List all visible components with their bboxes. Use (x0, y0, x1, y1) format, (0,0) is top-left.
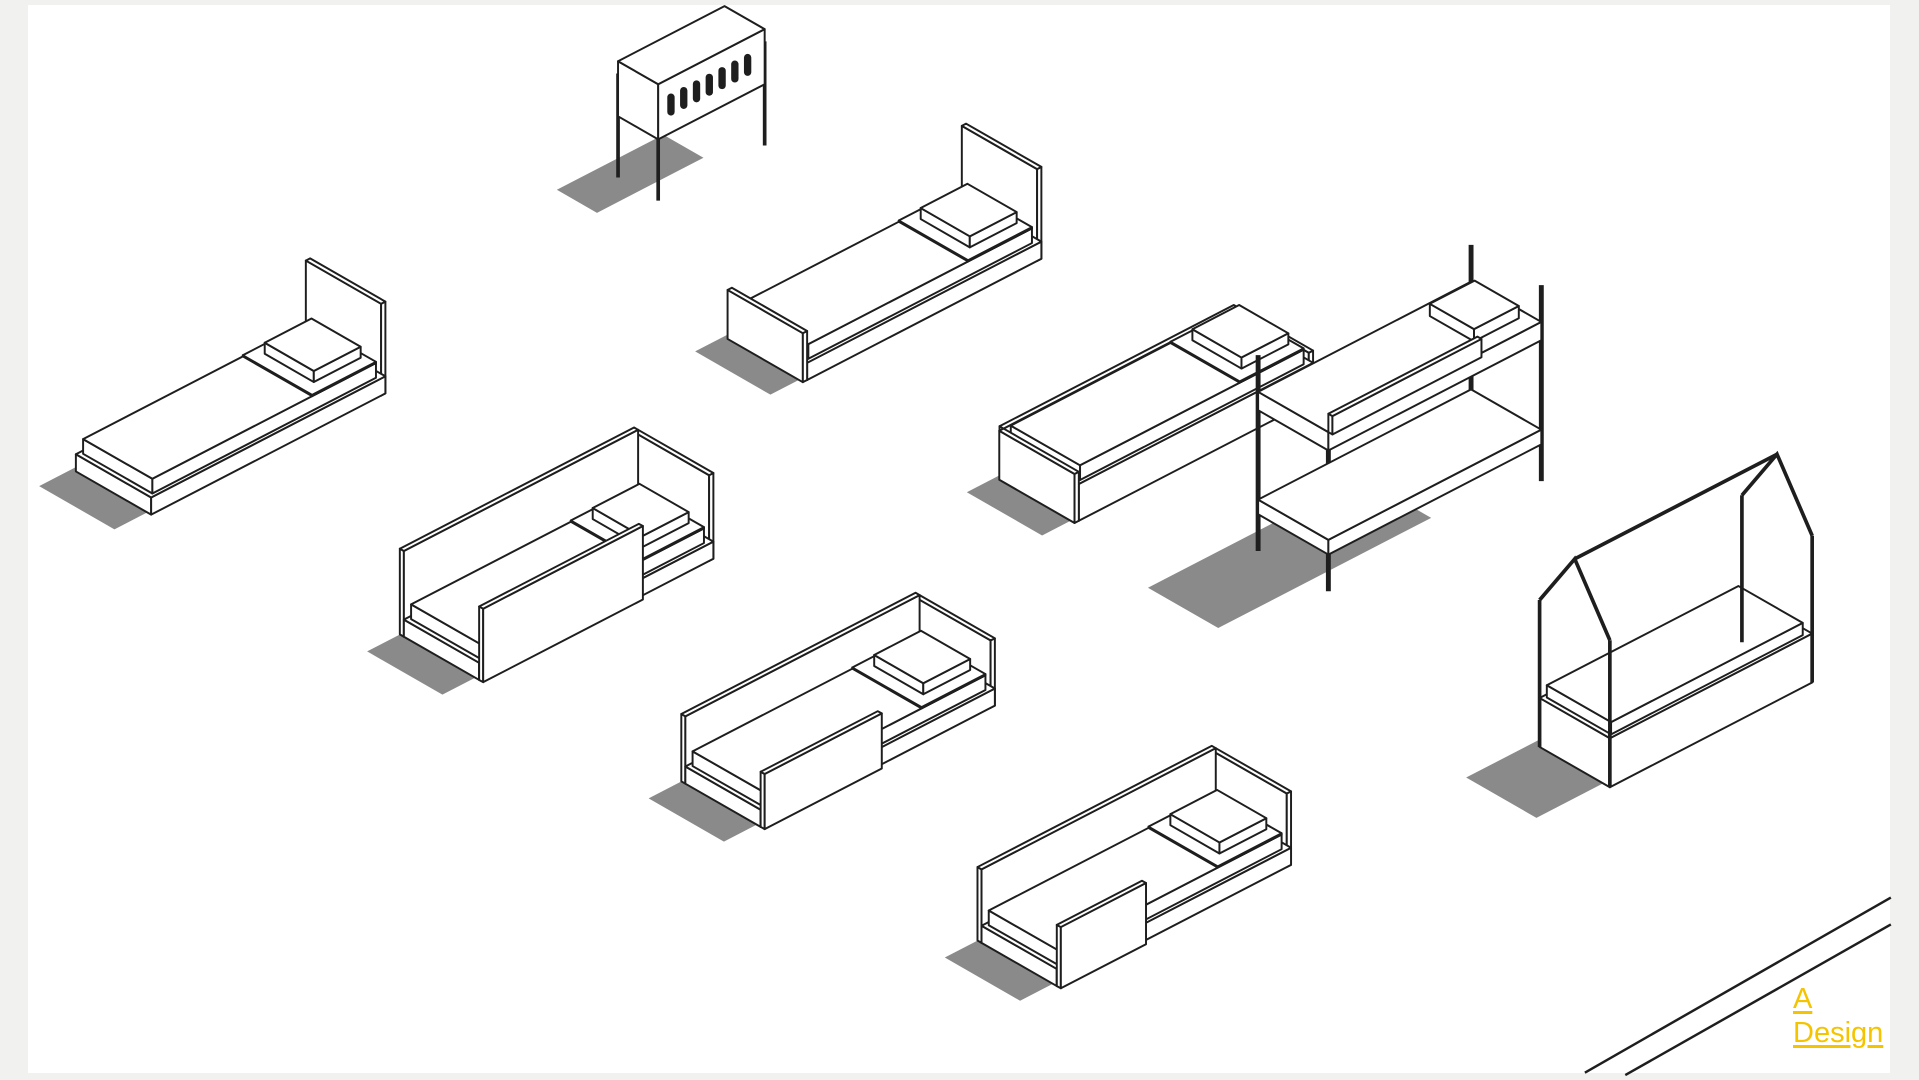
crib-slot (731, 60, 739, 83)
pillow-top-face (919, 182, 1018, 238)
headboard-top-face (304, 257, 387, 305)
floor-edge-line (1584, 896, 1892, 1074)
house-roof-gable (1538, 555, 1612, 642)
crib-slot (718, 67, 726, 90)
railed-bed-with-trundle (966, 304, 1315, 536)
floor-edge-line (1624, 923, 1892, 1077)
bunk-bed (1147, 244, 1544, 629)
back-panel-top-face (398, 426, 640, 552)
arched-headboard-bed (39, 257, 387, 530)
footboard-side-face (1073, 470, 1080, 524)
back-panel-top-face (680, 591, 921, 718)
guard-rail-top-face (1327, 335, 1483, 418)
crib-slot (705, 73, 713, 96)
back-panel-top-face (976, 744, 1217, 871)
logo-line-2: Design (1793, 1017, 1884, 1049)
a-design-logo[interactable]: A Design (1793, 982, 1883, 1050)
side-panel-top-face (759, 710, 883, 775)
drawing-sheet (28, 5, 1890, 1073)
rounded-corner-bed (944, 744, 1293, 1001)
footboard-top-face (998, 427, 1080, 475)
crib-slot (667, 93, 675, 116)
pillow-top-face (1428, 279, 1520, 331)
pillow-top-face (1169, 788, 1268, 844)
footboard-side-face (801, 329, 809, 384)
side-panel-top-face (1055, 879, 1147, 929)
pillow-top-face (1191, 304, 1290, 359)
bed-shadow (556, 134, 704, 213)
pillow-top-face (591, 482, 690, 538)
pillow-top-face (873, 629, 972, 685)
crib-basket-top-face (617, 5, 766, 86)
crib-slot (692, 80, 701, 103)
crib-slot (680, 86, 688, 109)
headboard-top-face (960, 122, 1043, 171)
pillow-top-face (263, 317, 362, 372)
house-roof-ridge (1573, 452, 1778, 561)
footboard-top-face (726, 286, 809, 335)
rounded-side-bed (648, 591, 996, 842)
sleigh-bed (695, 122, 1043, 395)
box-sided-bed (367, 426, 715, 695)
side-panel-top-face (478, 522, 644, 610)
lower-bunk-top-face (1257, 388, 1543, 541)
house-frame-bed (1466, 450, 1814, 818)
crib (556, 5, 767, 213)
logo-line-1: A (1793, 983, 1813, 1015)
crib-slot (743, 53, 752, 76)
